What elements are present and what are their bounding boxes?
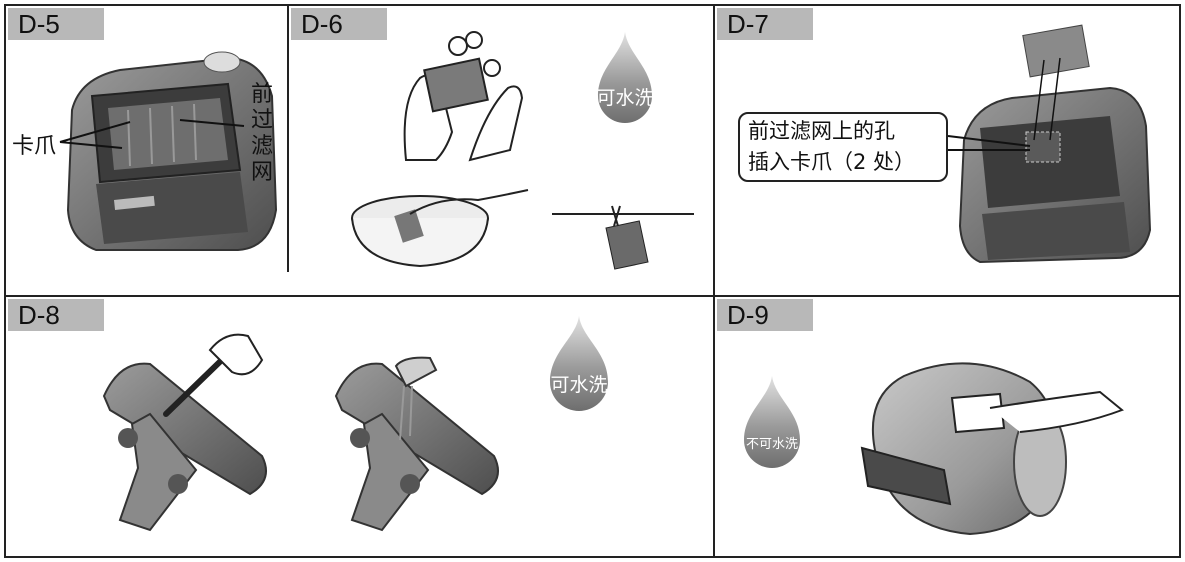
d8-nozzle-rinse-illustration — [334, 356, 499, 532]
washable-label-d6: 可水洗 — [596, 87, 654, 109]
d5-leader-lines — [59, 119, 245, 149]
washable-label-d8: 可水洗 — [550, 374, 608, 396]
callout-line-1: 前过滤网上的孔 — [748, 119, 895, 143]
filter-insert-callout: 前过滤网上的孔 插入卡爪（2 处） — [738, 112, 948, 182]
front-filter-label: 前过滤网 — [250, 82, 273, 185]
d9-canister-illustration — [860, 362, 1124, 536]
not-washable-label-d9: 不可水洗 — [745, 437, 798, 452]
d8-nozzle-brush-illustration — [102, 333, 267, 532]
d7-vacuum-illustration — [958, 24, 1152, 264]
panel-label-d5: D-5 — [8, 8, 104, 40]
panel-grid — [4, 4, 1181, 558]
d6-drying-line-illustration — [552, 205, 694, 270]
water-drop-d6 — [598, 32, 652, 123]
water-drop-d9 — [744, 376, 800, 468]
panel-label-d7: D-7 — [717, 8, 813, 40]
water-drop-d8 — [550, 316, 608, 411]
d6-rinse-illustration — [403, 31, 524, 162]
d6-basin-illustration — [351, 189, 529, 268]
callout-line-2: 插入卡爪（2 处） — [748, 150, 916, 174]
panel-label-d9: D-9 — [717, 299, 813, 331]
panel-label-d8: D-8 — [8, 299, 104, 331]
panel-label-d6: D-6 — [291, 8, 387, 40]
claw-label: 卡爪 — [12, 134, 57, 159]
d7-leader-lines — [947, 135, 1031, 151]
d5-vacuum-illustration — [66, 51, 278, 251]
